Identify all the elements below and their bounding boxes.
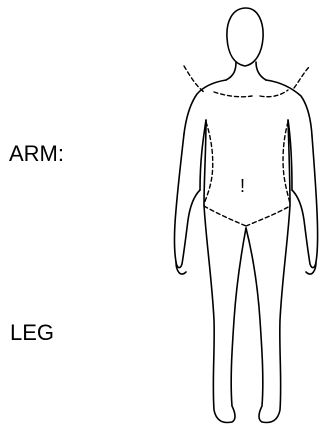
- human-body-outline-icon: !: [155, 0, 331, 436]
- figure-marking: !: [240, 176, 245, 196]
- leg-label: LEG: [10, 322, 54, 344]
- arm-label: ARM:: [9, 143, 64, 165]
- body-outline: [175, 8, 318, 423]
